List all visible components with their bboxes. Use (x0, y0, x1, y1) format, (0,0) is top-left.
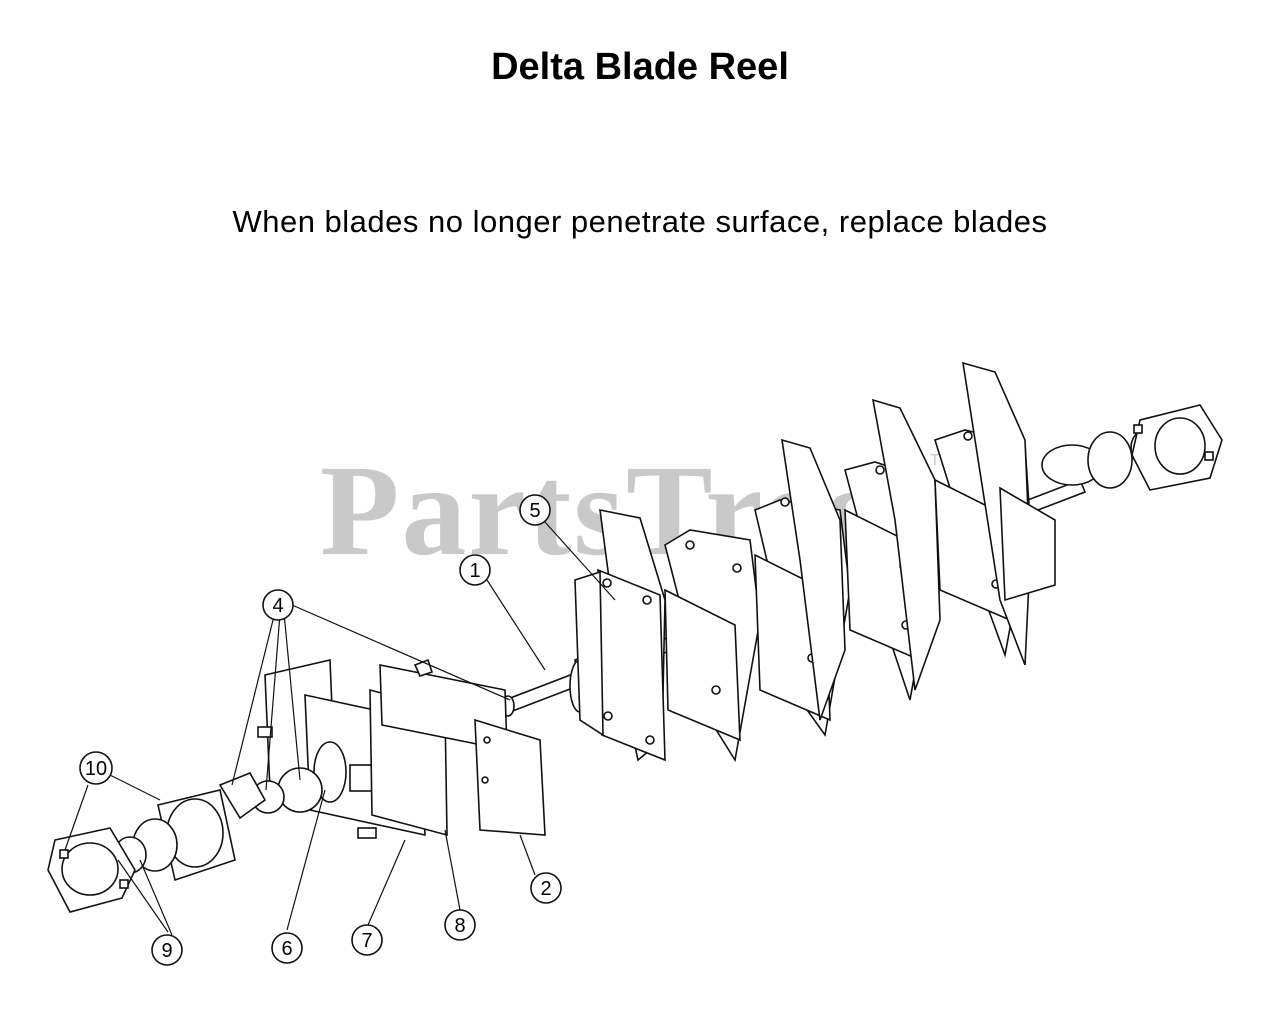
callout-10: 10 (79, 751, 113, 785)
callout-bubbles: 1 2 4 5 6 7 8 9 (79, 494, 562, 966)
callout-8: 8 (444, 909, 476, 941)
right-bearing-assembly (1041, 404, 1223, 491)
callout-1: 1 (459, 554, 491, 586)
left-bearing-assembly (47, 741, 347, 913)
svg-text:9: 9 (161, 940, 172, 962)
callout-7: 7 (351, 924, 383, 956)
callout-5: 5 (519, 494, 551, 526)
blade-sections (574, 361, 1056, 763)
callout-leaders (64, 521, 616, 936)
svg-text:7: 7 (361, 930, 372, 952)
svg-text:10: 10 (85, 758, 107, 780)
callout-9: 9 (151, 934, 183, 966)
diagram-subtitle: When blades no longer penetrate surface,… (232, 204, 1048, 239)
svg-text:8: 8 (454, 915, 465, 937)
svg-text:1: 1 (469, 560, 480, 582)
diagram-title: Delta Blade Reel (491, 46, 789, 88)
callout-4: 4 (262, 589, 294, 621)
svg-text:5: 5 (529, 500, 540, 522)
svg-text:6: 6 (281, 938, 292, 960)
svg-text:2: 2 (540, 878, 551, 900)
callout-6: 6 (271, 932, 303, 964)
callout-2: 2 (530, 872, 562, 904)
svg-text:4: 4 (272, 595, 283, 617)
